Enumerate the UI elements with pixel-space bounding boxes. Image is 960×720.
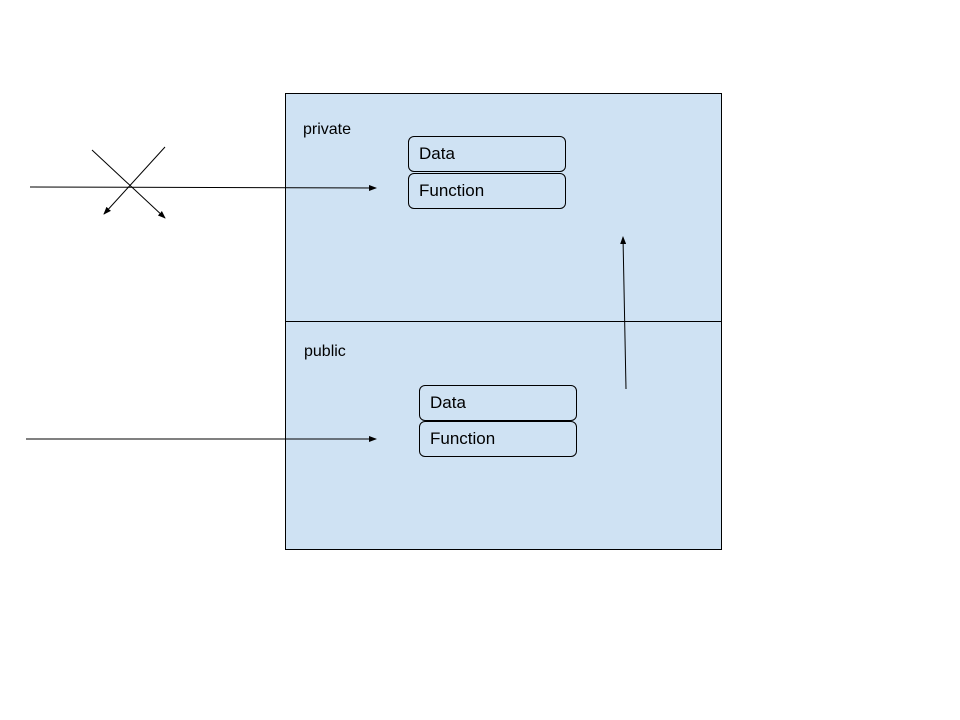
blocked-cross-line-2 [103, 146, 166, 215]
public-label: public [304, 343, 346, 360]
public-data-box: Data [419, 385, 577, 421]
public-function-box: Function [419, 421, 577, 457]
private-function-box: Function [408, 173, 566, 209]
blocked-cross-line-1 [91, 149, 166, 219]
private-label: private [303, 121, 352, 138]
section-divider [285, 321, 722, 322]
private-data-box: Data [408, 136, 566, 172]
